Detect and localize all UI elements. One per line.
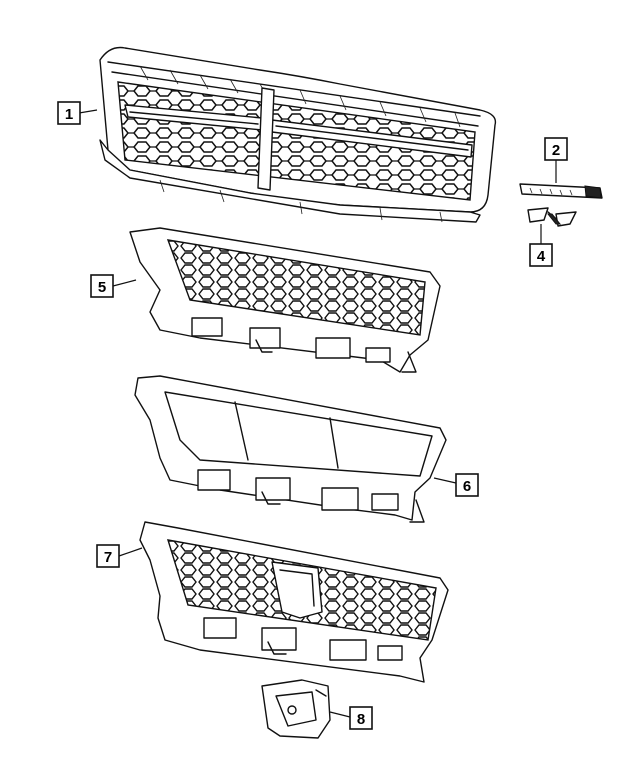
callout-2: 2 <box>544 137 568 183</box>
grille-assembly-part-1 <box>99 46 497 223</box>
callout-5: 5 <box>90 274 137 298</box>
callout-1-label: 1 <box>65 106 73 123</box>
callout-7-label: 7 <box>104 549 112 566</box>
lower-grille-part-5 <box>129 227 441 373</box>
callout-7: 7 <box>96 544 143 568</box>
callout-4: 4 <box>529 224 553 267</box>
callout-8-label: 8 <box>357 711 365 728</box>
callout-6: 6 <box>433 473 479 497</box>
lower-grille-part-7 <box>139 521 449 683</box>
callout-1: 1 <box>57 101 98 125</box>
lower-bezel-part-6 <box>134 375 447 523</box>
rt-emblem-part-4 <box>527 207 577 227</box>
badge-part-2 <box>519 183 603 199</box>
callout-6-label: 6 <box>463 478 471 495</box>
callout-8: 8 <box>329 706 373 730</box>
sensor-bezel-part-8 <box>261 679 331 739</box>
callout-4-label: 4 <box>537 248 546 265</box>
callout-2-label: 2 <box>552 142 560 159</box>
callout-5-label: 5 <box>98 279 106 296</box>
